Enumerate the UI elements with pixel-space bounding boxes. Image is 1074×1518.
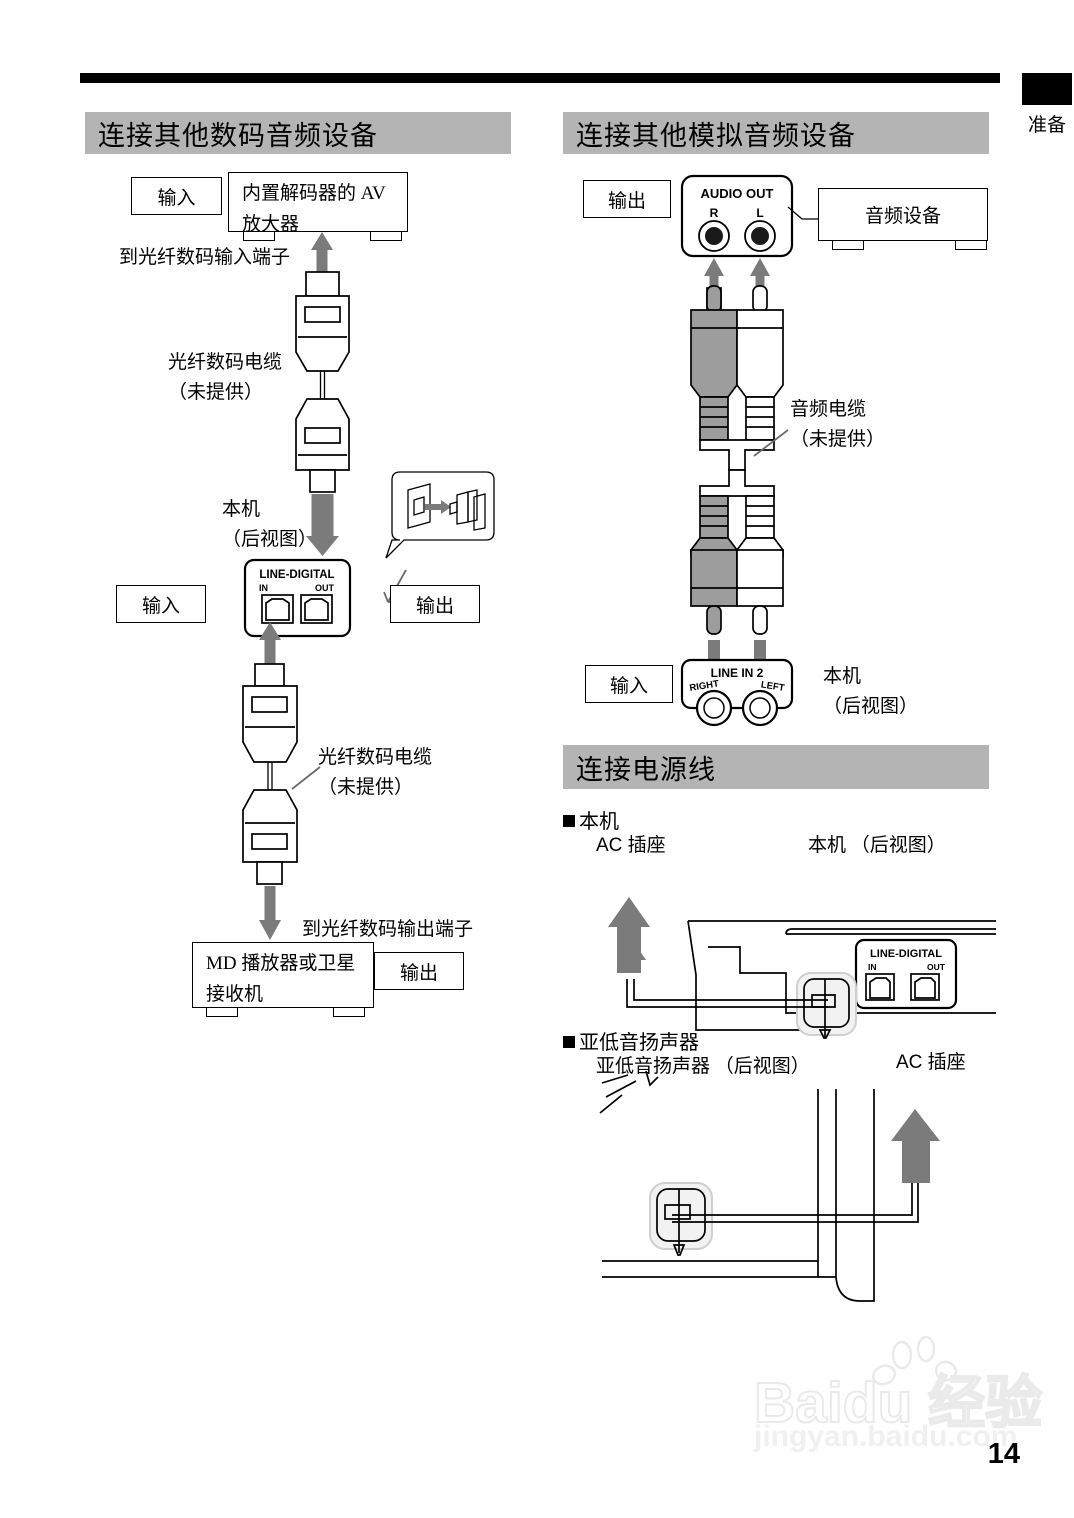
side-tab-block: [1022, 73, 1072, 105]
label-to-optical-output: 到光纤数码输出端子: [302, 919, 474, 940]
label-unit-rear-power: 本机 （后视图）: [808, 835, 946, 856]
section-header-analog: 连接其他模拟音频设备: [563, 112, 989, 154]
label-subwoofer-rear: 亚低音扬声器 （后视图）: [596, 1056, 810, 1077]
audio-out-r-text: R: [710, 206, 719, 220]
line-in-2-title-text: LINE IN 2: [711, 666, 764, 680]
label-ac-outlet-unit: AC 插座: [596, 835, 666, 856]
label-box-input-analog: 输入: [585, 665, 673, 703]
label-box-input-top: 输入: [131, 177, 222, 215]
device-foot: [370, 232, 402, 241]
label-to-optical-input: 到光纤数码输入端子: [119, 247, 291, 268]
bullet-unit: 本机: [563, 805, 619, 834]
leader-audio-device: [787, 206, 818, 220]
power-panel-title-text: LINE-DIGITAL: [870, 948, 942, 960]
line-digital-panel: LINE-DIGITAL IN OUT: [243, 558, 352, 638]
device-foot: [206, 1008, 238, 1017]
panel-in-text: IN: [259, 583, 268, 593]
label-box-output-bottom: 输出: [374, 952, 464, 990]
leader-optical-lower: [291, 766, 321, 790]
device-box-audio-device: 音频设备: [818, 188, 988, 241]
device-foot: [832, 241, 864, 250]
unit-rear-power-illustration: LINE-DIGITAL IN OUT: [608, 897, 996, 1039]
power-panel-out-text: OUT: [927, 962, 946, 972]
device-foot: [955, 241, 987, 250]
subwoofer-rear-illustration: [599, 1070, 940, 1302]
label-ac-outlet-sub: AC 插座: [896, 1052, 966, 1073]
top-rule: [80, 73, 1000, 83]
device-box-av-amplifier: 内置解码器的 AV 放大器: [228, 172, 408, 235]
label-box-output-analog: 输出: [583, 180, 671, 218]
line-in-2-left-text: LEFT: [760, 679, 785, 694]
device-foot: [333, 1008, 365, 1017]
label-optical-cable-lower: 光纤数码电缆 （未提供）: [318, 747, 433, 798]
callout-plug-detail: [385, 471, 495, 559]
side-tab-label: 准备: [1027, 115, 1066, 136]
page-number: 14: [987, 1438, 1020, 1470]
section-header-power: 连接电源线: [563, 745, 989, 789]
label-box-output-right: 输出: [390, 585, 480, 623]
label-optical-cable-upper: 光纤数码电缆 （未提供）: [168, 352, 283, 403]
audio-out-l-text: L: [756, 206, 763, 220]
label-audio-cable: 音频电缆 （未提供）: [790, 399, 886, 450]
section-header-digital: 连接其他数码音频设备: [85, 112, 511, 154]
device-foot: [243, 232, 275, 241]
bullet-subwoofer: 亚低音扬声器: [563, 1026, 699, 1055]
audio-out-jack-panel: AUDIO OUT R L: [680, 174, 794, 258]
leader-audio-cable: [753, 429, 789, 457]
label-unit-rear-digital: 本机 （后视图）: [222, 499, 318, 550]
label-unit-rear-analog: 本机 （后视图）: [823, 666, 919, 717]
label-box-input-bottom: 输入: [116, 585, 206, 623]
device-box-md-player: MD 播放器或卫星 接收机: [192, 942, 374, 1008]
power-panel-in-text: IN: [868, 962, 877, 972]
line-in-2-panel: LINE IN 2 RIGHT LEFT: [680, 658, 794, 727]
audio-out-title-text: AUDIO OUT: [701, 186, 774, 201]
panel-out-text: OUT: [315, 583, 335, 593]
panel-title-text: LINE-DIGITAL: [259, 569, 334, 581]
